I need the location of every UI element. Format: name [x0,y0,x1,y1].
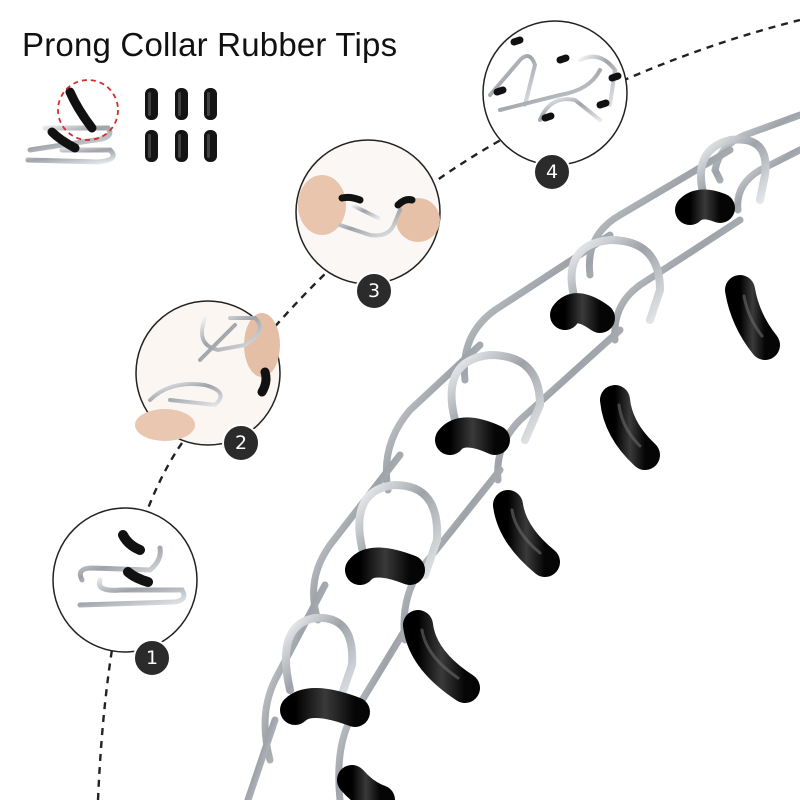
step-badge-3: 3 [355,272,393,310]
step-badge-1: 1 [133,639,171,677]
step-3-illustration [295,139,441,285]
highlight-ring [57,79,119,141]
product-title: Prong Collar Rubber Tips [22,26,398,63]
step-4-illustration [482,20,628,166]
rubber-tip-set [145,88,217,162]
step-badge-2: 2 [222,424,260,462]
step-1-illustration [52,507,198,653]
prong-collar-chain [244,111,800,800]
single-link-thumbnail [25,79,119,165]
step-2-illustration [135,300,281,446]
step-badge-4: 4 [533,153,571,191]
